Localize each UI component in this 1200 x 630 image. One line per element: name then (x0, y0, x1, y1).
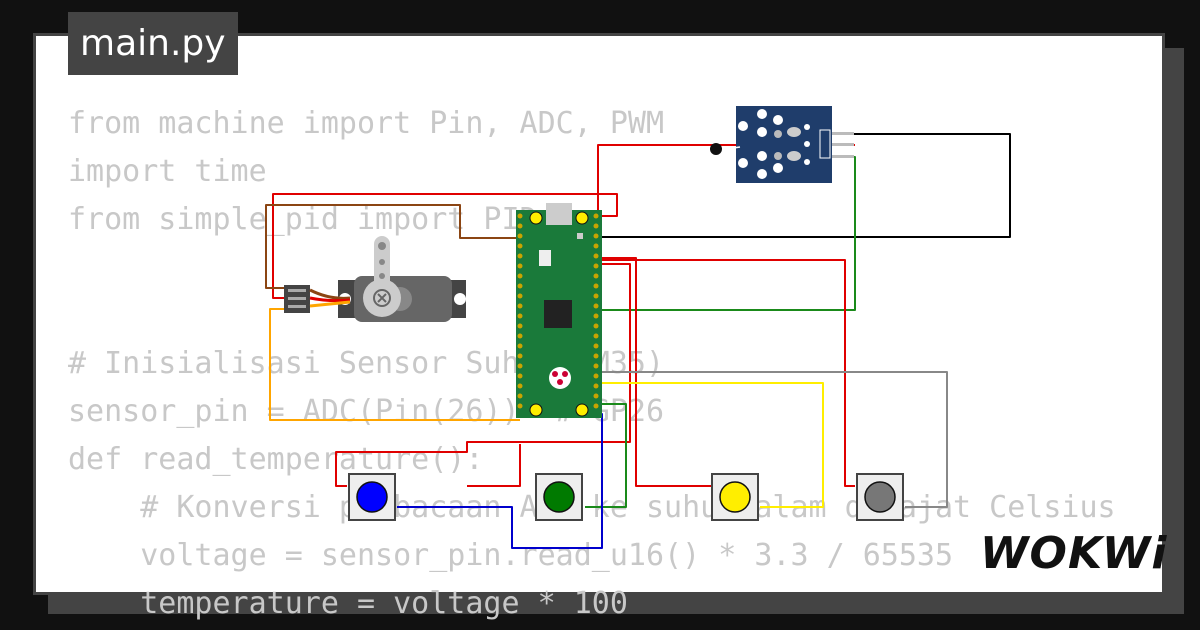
wire-black-sensor (596, 133, 1011, 238)
pico-pin (517, 213, 523, 219)
wokwi-logo: WOKWi (980, 528, 1168, 579)
pico-pin (593, 353, 599, 359)
raspberry-pi-pico[interactable] (516, 203, 602, 418)
pico-pin (517, 323, 523, 329)
pico-pin (517, 363, 523, 369)
pico-pin (517, 343, 523, 349)
pico-left-pins (517, 213, 523, 409)
code-line: temperature = voltage * 100 (68, 586, 628, 621)
pico-pin (593, 253, 599, 259)
wire-red-green (467, 444, 521, 487)
pico-pin (517, 253, 523, 259)
pico-pin (593, 273, 599, 279)
pico-pin (593, 233, 599, 239)
code-line: voltage = sensor_pin.read_u16() * 3.3 / … (68, 538, 954, 573)
wire-red-blue-green (335, 263, 631, 487)
code-line: # Inisialisasi Sensor Suhu (LM35) (68, 346, 665, 381)
pico-pin (593, 343, 599, 349)
button-yellow[interactable] (711, 473, 759, 521)
pico-pin (517, 353, 523, 359)
wire-yellow (596, 382, 824, 508)
pico-pin (517, 383, 523, 389)
pico-pin (517, 243, 523, 249)
pico-pin (593, 223, 599, 229)
pico-pin (593, 393, 599, 399)
wire-green-button (585, 403, 627, 508)
wire-gray (596, 371, 948, 508)
pico-pin (593, 363, 599, 369)
pico-pin (517, 273, 523, 279)
pico-pin (517, 393, 523, 399)
file-tab[interactable]: main.py (68, 12, 238, 75)
pico-right-pins (593, 213, 599, 409)
wire-brown-servo (265, 204, 522, 289)
pico-pin (517, 373, 523, 379)
pico-pin (593, 303, 599, 309)
code-line: from simple_pid import PID (68, 202, 538, 237)
code-line: def read_temperature(): (68, 442, 484, 477)
code-line: from machine import Pin, ADC, PWM (68, 106, 665, 141)
code-editor[interactable]: from machine import Pin, ADC, PWM import … (68, 100, 1116, 628)
pico-pin (593, 383, 599, 389)
pico-pin (593, 403, 599, 409)
temperature-sensor-module[interactable] (710, 106, 854, 183)
pico-pin (593, 243, 599, 249)
servo-motor[interactable] (284, 236, 466, 322)
pico-pin (517, 303, 523, 309)
pico-pin (593, 373, 599, 379)
button-green[interactable] (535, 473, 583, 521)
button-blue[interactable] (348, 473, 396, 521)
pico-pin (517, 223, 523, 229)
button-gray[interactable] (856, 473, 904, 521)
pico-pin (517, 233, 523, 239)
wire-red-servo (272, 193, 618, 299)
pico-pin (593, 293, 599, 299)
pico-pin (593, 323, 599, 329)
wire-orange-servo (269, 308, 520, 421)
pico-pin (593, 333, 599, 339)
pico-pin (517, 293, 523, 299)
code-line: sensor_pin = ADC(Pin(26)) # GP26 (68, 394, 665, 429)
pico-pin (517, 313, 523, 319)
code-line: import time (68, 154, 267, 189)
pico-pin (517, 403, 523, 409)
pico-pin (517, 333, 523, 339)
pico-pin (593, 313, 599, 319)
pico-pin (517, 283, 523, 289)
pico-pin (517, 263, 523, 269)
pico-pin (593, 213, 599, 219)
pico-pin (593, 283, 599, 289)
pico-pin (593, 263, 599, 269)
